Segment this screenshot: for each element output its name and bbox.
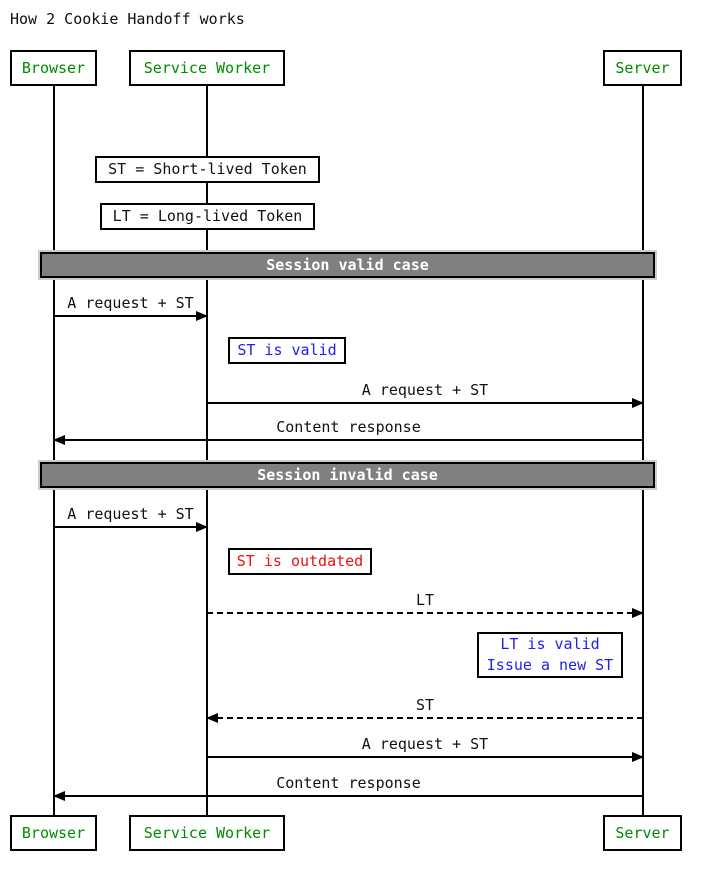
note-st-valid: ST is valid xyxy=(228,337,346,364)
message-request-st-2-line xyxy=(207,402,643,404)
message-st-line xyxy=(207,717,643,719)
participant-server-bottom: Server xyxy=(603,815,682,851)
note-lt-valid-line1: LT is valid xyxy=(500,635,600,653)
participant-browser-bottom: Browser xyxy=(10,815,97,851)
participant-server-label: Server xyxy=(615,59,670,77)
message-request-st-1-line xyxy=(54,315,207,317)
lifeline-browser xyxy=(53,86,55,815)
arrowhead-right-icon xyxy=(632,398,644,408)
arrowhead-left-icon xyxy=(53,435,65,445)
message-content-response-1-line xyxy=(54,439,643,441)
divider-session-valid: Session valid case xyxy=(38,250,657,280)
arrowhead-left-icon xyxy=(53,791,65,801)
message-lt-label: LT xyxy=(415,591,435,609)
message-request-st-4-line xyxy=(207,756,643,758)
message-st-label: ST xyxy=(415,696,435,714)
participant-service-worker-bottom: Service Worker xyxy=(129,815,285,851)
message-request-st-1: A request + ST xyxy=(54,294,208,321)
participant-server-top: Server xyxy=(603,50,682,86)
message-content-response-1-label: Content response xyxy=(276,418,421,436)
participant-server-label: Server xyxy=(615,824,670,842)
message-request-st-3: A request + ST xyxy=(54,505,208,532)
message-request-st-3-line xyxy=(54,526,207,528)
message-request-st-1-label: A request + ST xyxy=(67,294,194,312)
message-st: ST xyxy=(206,696,643,723)
legend-note-long-lived-token-text: LT = Long-lived Token xyxy=(112,207,303,225)
message-lt-line xyxy=(207,612,643,614)
arrowhead-left-icon xyxy=(206,713,218,723)
note-st-outdated: ST is outdated xyxy=(228,548,372,575)
message-request-st-4-label: A request + ST xyxy=(361,735,489,753)
arrowhead-right-icon xyxy=(196,311,208,321)
message-lt: LT xyxy=(207,591,644,618)
participant-service-worker-label: Service Worker xyxy=(143,824,271,842)
message-content-response-2: Content response xyxy=(53,774,643,801)
divider-session-valid-text: Session valid case xyxy=(266,256,429,274)
participant-browser-label: Browser xyxy=(21,59,86,77)
message-request-st-4: A request + ST xyxy=(207,735,644,762)
note-st-outdated-text: ST is outdated xyxy=(236,552,364,570)
message-request-st-3-label: A request + ST xyxy=(67,505,194,523)
note-st-valid-text: ST is valid xyxy=(237,341,337,359)
lifeline-server xyxy=(642,86,644,815)
message-content-response-1: Content response xyxy=(53,418,643,445)
note-lt-valid-line2: Issue a new ST xyxy=(486,656,614,674)
legend-note-short-lived-token-text: ST = Short-lived Token xyxy=(108,160,307,178)
message-content-response-2-label: Content response xyxy=(276,774,421,792)
note-lt-valid: LT is valid Issue a new ST xyxy=(477,632,623,678)
message-content-response-2-line xyxy=(54,795,643,797)
legend-note-short-lived-token: ST = Short-lived Token xyxy=(95,156,320,183)
message-request-st-2-label: A request + ST xyxy=(361,381,489,399)
divider-session-invalid: Session invalid case xyxy=(38,460,657,490)
arrowhead-right-icon xyxy=(196,522,208,532)
arrowhead-right-icon xyxy=(632,608,644,618)
participant-service-worker-top: Service Worker xyxy=(129,50,285,86)
participant-browser-top: Browser xyxy=(10,50,97,86)
lifeline-service-worker xyxy=(206,86,208,815)
diagram-title: How 2 Cookie Handoff works xyxy=(10,10,245,28)
participant-browser-label: Browser xyxy=(21,824,86,842)
arrowhead-right-icon xyxy=(632,752,644,762)
participant-service-worker-label: Service Worker xyxy=(143,59,271,77)
divider-session-invalid-text: Session invalid case xyxy=(257,466,438,484)
message-request-st-2: A request + ST xyxy=(207,381,644,408)
legend-note-long-lived-token: LT = Long-lived Token xyxy=(100,203,315,230)
